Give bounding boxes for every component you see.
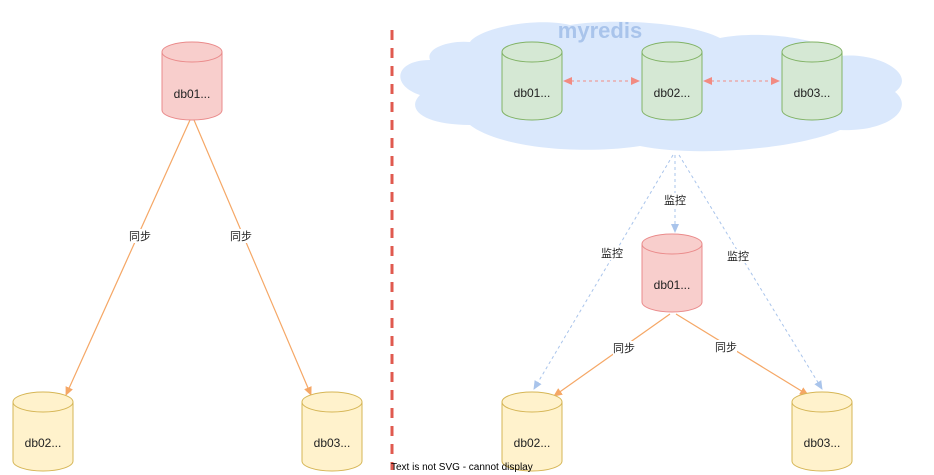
right-replica-db02-label: db02...	[514, 436, 551, 450]
left-replica-db03-node[interactable]: db03...	[301, 391, 363, 472]
left-replica-db02-label: db02...	[25, 436, 62, 450]
monitor-label-master: 监控	[664, 193, 686, 207]
left-master-db-node[interactable]: db01...	[161, 41, 223, 121]
right-replica-db02-node[interactable]: db02...	[501, 391, 563, 472]
cloud-db03-node[interactable]: db03...	[781, 41, 843, 121]
right-sync-edge-to-db02	[553, 313, 671, 397]
left-replica-db03-label: db03...	[314, 436, 351, 450]
monitor-edge-to-db03	[678, 154, 823, 390]
left-edge-label-a: 同步	[129, 230, 151, 243]
right-topology: myredis db01... db02... db03...	[400, 18, 902, 472]
left-edge-master-to-db03	[193, 119, 312, 396]
monitor-label-db03: 监控	[727, 249, 749, 263]
monitor-label-db02: 监控	[601, 246, 623, 260]
svg-fallback-note: Text is not SVG - cannot display	[391, 462, 533, 473]
right-sync-edge-to-db03	[675, 313, 809, 396]
left-master-db-label: db01...	[174, 87, 211, 101]
cloud-db03-label: db03...	[794, 86, 831, 100]
left-topology: 同步 同步 db01... db02... db03...	[12, 41, 363, 472]
right-replica-db03-label: db03...	[804, 436, 841, 450]
right-master-db-label: db01...	[654, 278, 691, 292]
cloud-db02-node[interactable]: db02...	[641, 41, 703, 121]
sync-label-db03: 同步	[715, 341, 737, 354]
cloud-db01-label: db01...	[514, 86, 551, 100]
cloud-db01-node[interactable]: db01...	[501, 41, 563, 121]
right-master-db-node[interactable]: db01...	[641, 233, 703, 313]
left-edge-master-to-db02	[65, 119, 191, 396]
left-replica-db02-node[interactable]: db02...	[12, 391, 74, 472]
left-edge-label-b: 同步	[230, 230, 252, 243]
cloud-db02-label: db02...	[654, 86, 691, 100]
cloud-title: myredis	[558, 18, 642, 43]
right-replica-db03-node[interactable]: db03...	[791, 391, 853, 472]
sync-label-db02: 同步	[613, 342, 635, 355]
